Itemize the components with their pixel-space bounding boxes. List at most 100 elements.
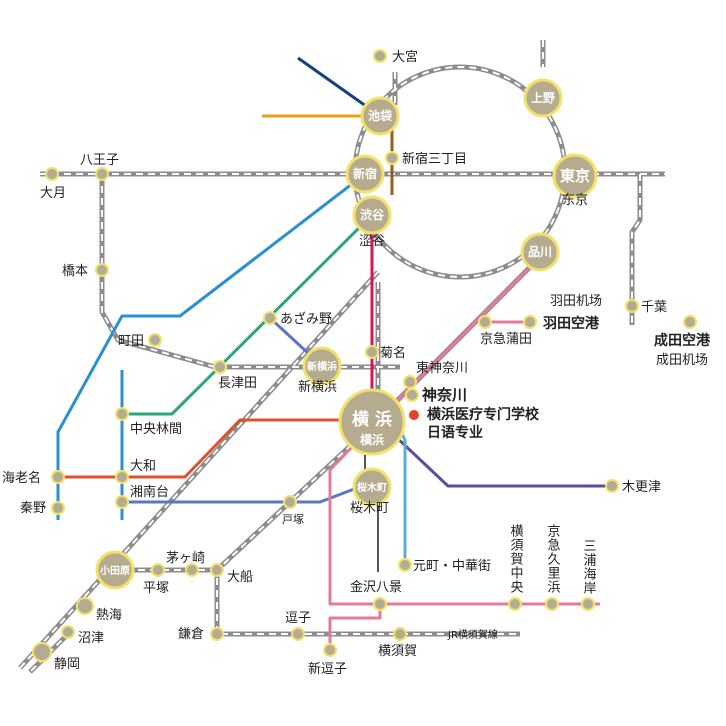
hub-shibuya: [352, 195, 392, 235]
label-shinyokohama: 新横浜: [298, 379, 337, 395]
station-yokosuka-chuo: [508, 597, 522, 611]
station-hiratsuka: [151, 563, 165, 577]
label-omiya: 大宮: [392, 49, 418, 65]
station-ofuna: [210, 563, 224, 577]
label-shizuoka: 静岡: [54, 657, 80, 672]
label-jr-yokosuka-line: JR横須賀線: [447, 628, 498, 641]
pink-line: [328, 250, 600, 606]
station-shinzushi: [323, 643, 337, 657]
station-chiba: [625, 299, 639, 313]
label-chuo-rinkan: 中央林間: [130, 422, 182, 437]
station-chuo-rinkan: [115, 407, 129, 421]
label-keikyu-kamata: 京急蒲田: [480, 332, 532, 347]
label-shinzushi: 新逗子: [308, 661, 347, 677]
hub-yokohama: [338, 388, 406, 456]
hub-ikebukuro: [360, 96, 400, 136]
station-kisarazu: [605, 479, 619, 493]
label-ofuna: 大船: [227, 570, 253, 585]
label-yokosuka-chuo: 横須賀中央: [508, 524, 524, 594]
station-higashikanagawa: [403, 375, 417, 389]
label-narita: 成田空港: [654, 332, 711, 349]
label-school-name: 横浜医疗专门学校: [427, 406, 540, 423]
station-haneda: [523, 315, 537, 329]
station-numazu: [61, 625, 75, 639]
label-nagatsuta: 長津田: [218, 376, 257, 391]
label-school-sub: 日语专业: [427, 424, 483, 441]
hub-label-sakuragicho: 桜木町: [357, 481, 387, 494]
label-misakiguchi: 三浦海岸: [581, 539, 597, 595]
hub-label-yokohama: 横 浜: [352, 409, 392, 430]
label-hachioji: 八王子: [80, 153, 119, 168]
station-atami: [76, 597, 94, 615]
station-labels: 大宮 新宿三丁目 八王子 大月 东京 涩谷 橋本 羽田机场 羽田空港 千葉 成田…: [2, 49, 711, 677]
station-totsuka: [283, 495, 297, 509]
hub-odawara: [95, 550, 135, 590]
hub-ueno: [523, 78, 563, 118]
label-haneda: 羽田空港: [543, 315, 600, 332]
station-kikuna: [365, 345, 379, 359]
label-kanazawa-hakkei: 金沢八景: [350, 579, 402, 595]
hub-label-ueno: 上野: [531, 90, 555, 105]
label-hadano: 秦野: [20, 501, 46, 516]
station-keikyu-kurihama: [545, 597, 559, 611]
station-narita: [683, 315, 697, 329]
hub-shinagawa: [520, 232, 560, 272]
station-hashimoto: [95, 263, 109, 277]
label-totsuka: 戸塚: [282, 513, 304, 526]
label-ebina: 海老名: [2, 470, 41, 486]
hub-label-shinyokohama: 新横浜: [307, 360, 337, 373]
station-nagatsuta: [213, 360, 227, 374]
station-shizuoka: [32, 642, 52, 662]
station-omiya: [373, 49, 387, 63]
label-yamato: 大和: [130, 459, 156, 474]
label-kamakura: 鎌倉: [178, 627, 204, 642]
hub-label-shibuya: 渋谷: [360, 207, 385, 222]
label-zushi: 逗子: [285, 611, 311, 626]
label-otsuki: 大月: [40, 186, 66, 201]
label-hiratsuka: 平塚: [143, 581, 169, 596]
station-otsuki: [45, 167, 59, 181]
hub-label-tokyo: 東京: [560, 167, 590, 185]
label-shinjuku-sanchome: 新宿三丁目: [402, 151, 467, 167]
station-machida: [148, 333, 162, 347]
hub-label-ikebukuro: 池袋: [368, 108, 393, 123]
label-shonandai: 湘南台: [130, 484, 169, 500]
station-shinjuku-sanchome: [385, 151, 399, 165]
station-yokosuka: [393, 627, 407, 641]
station-kamakura: [210, 627, 224, 641]
hub-labels: 池袋 上野 新宿 東京 渋谷 品川 新横浜 横 浜 横浜 桜木町 小田原: [99, 90, 590, 577]
station-hadano: [51, 501, 65, 515]
green-line: [122, 213, 374, 416]
hub-label-odawara: 小田原: [99, 564, 130, 577]
hub-label-shinjuku: 新宿: [353, 166, 377, 181]
station-misakiguchi: [581, 597, 595, 611]
label-chigasaki: 茅ヶ崎: [166, 551, 205, 566]
label-yokosuka: 横須賀: [378, 644, 417, 659]
hub-label-shinagawa: 品川: [528, 245, 552, 259]
label-machida: 町田: [118, 334, 144, 349]
label-sakuragicho: 桜木町: [350, 501, 389, 516]
station-kanazawa-hakkei: [373, 597, 387, 611]
colored-lines: [56, 56, 612, 650]
station-zushi: [291, 627, 305, 641]
hub-tokyo: [552, 153, 598, 199]
station-keikyu-kamata: [478, 315, 492, 329]
station-shonandai: [115, 495, 129, 509]
station-hachioji: [95, 167, 109, 181]
label-narita-cn: 成田机场: [656, 353, 708, 368]
label-keikyu-kurihama: 京急久里浜: [545, 524, 561, 594]
station-kanagawa: [405, 388, 419, 402]
station-chigasaki: [185, 563, 199, 577]
station-azamino: [263, 311, 277, 325]
label-shibuya-cn: 涩谷: [359, 234, 385, 249]
school-location-dot: [409, 410, 419, 420]
blue-line: [56, 172, 366, 520]
label-azamino: あざみ野: [280, 311, 332, 327]
label-atami: 熱海: [96, 608, 122, 623]
hub-label-yokohama-sub: 横浜: [360, 432, 384, 447]
station-motomachi: [398, 558, 412, 572]
label-kisarazu: 木更津: [622, 480, 661, 495]
label-kikuna: 菊名: [380, 345, 406, 361]
station-dots: [32, 49, 697, 662]
